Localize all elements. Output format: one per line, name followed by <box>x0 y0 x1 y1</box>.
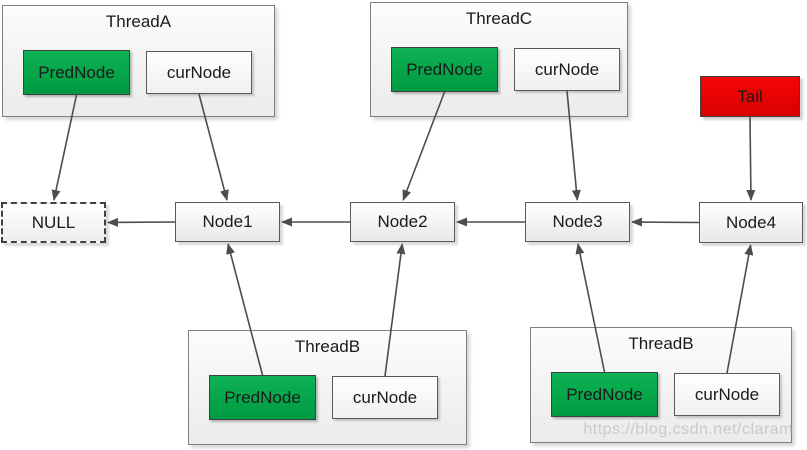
thread-title: ThreadB <box>628 334 694 353</box>
thread-box-a: ThreadA PredNode curNode <box>2 5 275 117</box>
curnode-label: curNode <box>534 59 600 79</box>
thread-box-b-left: ThreadB PredNode curNode <box>188 330 467 445</box>
list-node-3: Node3 <box>525 202 630 242</box>
node-label: Node4 <box>725 212 777 232</box>
prednode-label: PredNode <box>38 62 115 82</box>
node-label: NULL <box>31 212 76 232</box>
prednode-label: PredNode <box>406 59 483 79</box>
curnode-box: curNode <box>674 373 780 416</box>
curnode-box: curNode <box>332 376 438 419</box>
node-label: Node3 <box>552 212 603 231</box>
prednode-box: PredNode <box>391 47 498 92</box>
list-node-null: NULL <box>1 202 106 243</box>
thread-title: ThreadB <box>294 337 361 356</box>
pointer-arrow <box>746 116 756 202</box>
watermark-text: https://blog.csdn.net/claram <box>583 421 793 438</box>
prednode-box: PredNode <box>209 375 316 420</box>
thread-title: ThreadA <box>105 12 172 31</box>
thread-title: ThreadC <box>465 9 533 28</box>
curnode-label: curNode <box>694 384 760 404</box>
list-node-4: Node4 <box>699 202 803 243</box>
curnode-label: curNode <box>166 62 232 82</box>
prednode-label: PredNode <box>224 387 301 407</box>
prednode-label: PredNode <box>566 384 643 404</box>
thread-box-c: ThreadC PredNode curNode <box>370 2 628 117</box>
tail-label: Tail <box>737 86 763 106</box>
curnode-box: curNode <box>514 48 620 91</box>
node-label: Node1 <box>202 212 253 231</box>
tail-box: Tail <box>700 76 800 117</box>
node-label: Node2 <box>377 212 428 231</box>
curnode-box: curNode <box>146 51 252 94</box>
list-node-1: Node1 <box>175 202 280 242</box>
list-node-2: Node2 <box>350 202 455 242</box>
curnode-label: curNode <box>352 387 418 407</box>
prednode-box: PredNode <box>551 372 658 417</box>
prednode-box: PredNode <box>23 50 130 95</box>
